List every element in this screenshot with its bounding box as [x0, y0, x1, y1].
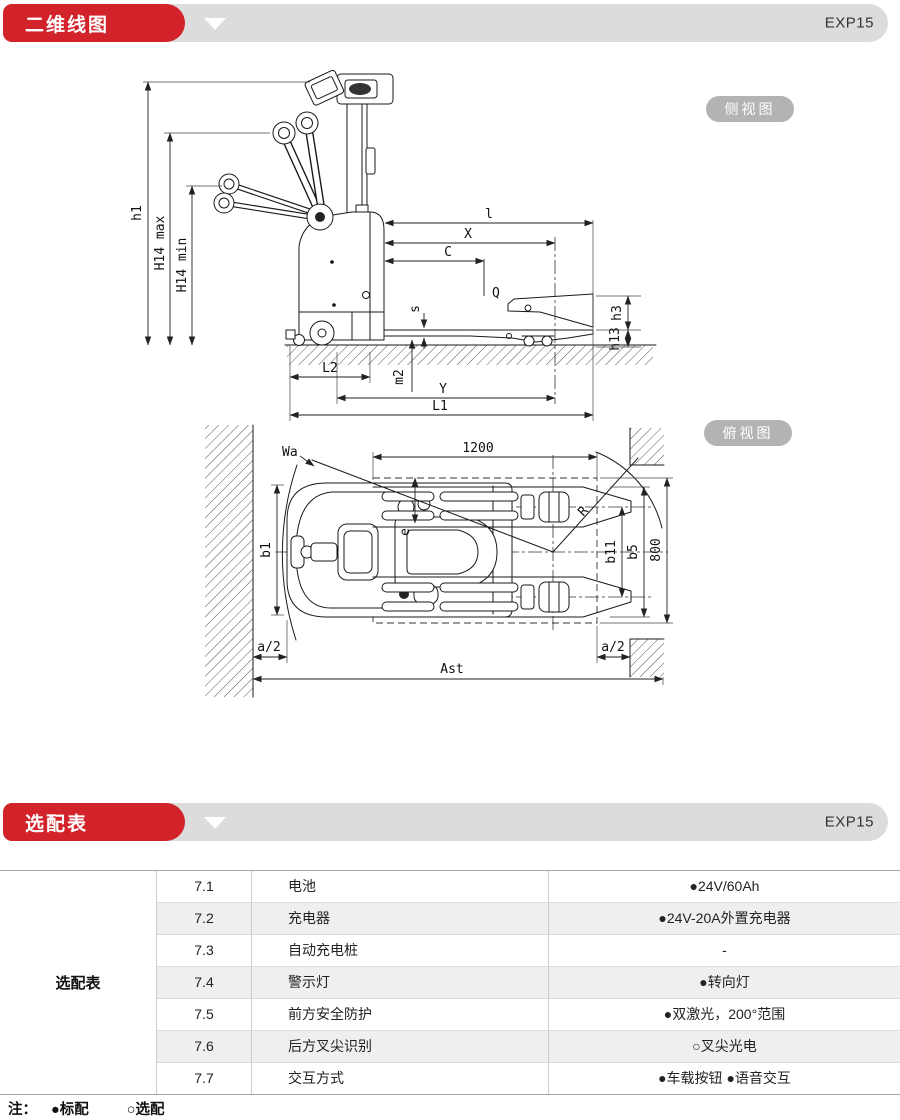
top-view-walls: [205, 424, 665, 698]
top-view-badge: 俯视图: [704, 420, 792, 446]
note-standard: ●标配: [51, 1102, 89, 1118]
top-view-turning-geometry: [281, 451, 663, 641]
row-name: 电池: [252, 871, 549, 902]
section-header-options: 选配表 EXP15: [0, 803, 900, 841]
dim-label-q: Q: [492, 286, 500, 301]
dim-label-y: Y: [439, 382, 447, 397]
dim-label-l: l: [485, 207, 493, 222]
header-gray-bar: [100, 803, 888, 841]
row-number: 7.5: [157, 999, 252, 1030]
section-title-banner: 选配表: [3, 803, 185, 841]
row-number: 7.1: [157, 871, 252, 902]
section-title: 二维线图: [25, 14, 110, 36]
options-rows: 7.1 电池 ●24V/60Ah 7.2 充电器 ●24V-20A外置充电器 7…: [157, 871, 900, 1094]
side-view-ground: [284, 344, 657, 365]
dim-label-b1: b1: [259, 542, 274, 558]
table-row: 7.7 交互方式 ●车载按钮 ●语音交互: [157, 1062, 900, 1094]
dim-label-wa: Wa: [282, 445, 298, 460]
section-title-banner: 二维线图: [3, 4, 185, 42]
legend-note: 注： ●标配 ○选配: [8, 1098, 165, 1119]
dim-label-m2: m2: [392, 369, 407, 385]
dim-label-b11: b11: [604, 540, 619, 563]
row-value: ●24V-20A外置充电器: [658, 910, 791, 926]
top-view-badge-label: 俯视图: [722, 425, 774, 441]
row-name: 后方叉尖识别: [252, 1031, 549, 1062]
note-optional: ○选配: [126, 1102, 165, 1118]
dim-label-h1: h1: [130, 205, 145, 221]
section-title: 选配表: [25, 813, 89, 835]
table-row: 7.1 电池 ●24V/60Ah: [157, 871, 900, 902]
table-row: 7.2 充电器 ●24V-20A外置充电器: [157, 902, 900, 934]
options-table: 选配表 7.1 电池 ●24V/60Ah 7.2 充电器 ●24V-20A外置充…: [0, 870, 900, 1095]
model-code: EXP15: [824, 14, 874, 32]
row-number: 7.6: [157, 1031, 252, 1062]
table-row: 7.4 警示灯 ●转向灯: [157, 966, 900, 998]
table-row: 7.5 前方安全防护 ●双激光，200°范围: [157, 998, 900, 1030]
table-row: 7.6 后方叉尖识别 ○叉尖光电: [157, 1030, 900, 1062]
model-code: EXP15: [824, 813, 874, 831]
top-view-dimensions: Wa 1200 e R b1 b11 b5 800 a/2 a/2: [252, 441, 673, 685]
row-name: 自动充电桩: [252, 935, 549, 966]
row-value: ●双激光，200°范围: [663, 1006, 786, 1022]
row-number: 7.2: [157, 903, 252, 934]
dim-label-e: e: [398, 528, 413, 536]
row-name: 交互方式: [252, 1063, 549, 1094]
dim-label-800: 800: [649, 538, 664, 561]
row-number: 7.4: [157, 967, 252, 998]
triangle-down-icon: [204, 18, 226, 30]
dim-label-x: X: [464, 227, 472, 242]
side-view-machine: [213, 69, 594, 347]
side-view-badge: 侧视图: [706, 96, 794, 122]
triangle-down-icon: [204, 817, 226, 829]
dim-label-1200: 1200: [462, 441, 493, 456]
row-number: 7.3: [157, 935, 252, 966]
dim-label-h3: h3: [610, 305, 625, 321]
side-view-dimensions: h1 H14 max H14 min l X C Q s h3 h13 L2 m…: [130, 81, 641, 421]
dim-label-a2-left: a/2: [257, 640, 280, 655]
dim-label-ast: Ast: [440, 662, 463, 677]
row-name: 前方安全防护: [252, 999, 549, 1030]
dim-label-b5: b5: [626, 544, 641, 560]
row-name: 警示灯: [252, 967, 549, 998]
dim-label-h14max: H14 max: [153, 215, 168, 270]
row-value: ●车载按钮 ●语音交互: [658, 1070, 791, 1086]
note-label: 注：: [8, 1102, 37, 1118]
row-value: -: [722, 942, 727, 958]
row-value: ●24V/60Ah: [689, 878, 760, 894]
dim-label-l2: L2: [322, 361, 338, 376]
side-view-badge-label: 侧视图: [724, 101, 776, 117]
table-row: 7.3 自动充电桩 -: [157, 934, 900, 966]
row-value: ●转向灯: [699, 974, 750, 990]
row-name: 充电器: [252, 903, 549, 934]
row-number: 7.7: [157, 1063, 252, 1094]
row-value: ○叉尖光电: [692, 1038, 757, 1054]
top-view-machine: [286, 482, 632, 618]
dim-label-h13: h13: [608, 327, 623, 350]
header-gray-bar: [100, 4, 888, 42]
section-header-line-drawing: 二维线图 EXP15: [0, 4, 900, 42]
dim-label-s: s: [408, 305, 423, 313]
technical-drawing: h1 H14 max H14 min l X C Q s h3 h13 L2 m…: [130, 69, 673, 698]
options-group-label: 选配表: [0, 871, 157, 1094]
dim-label-h14min: H14 min: [175, 238, 190, 293]
dim-label-c: C: [444, 245, 452, 260]
dim-label-l1: L1: [432, 399, 448, 414]
dim-label-a2-right: a/2: [601, 640, 624, 655]
